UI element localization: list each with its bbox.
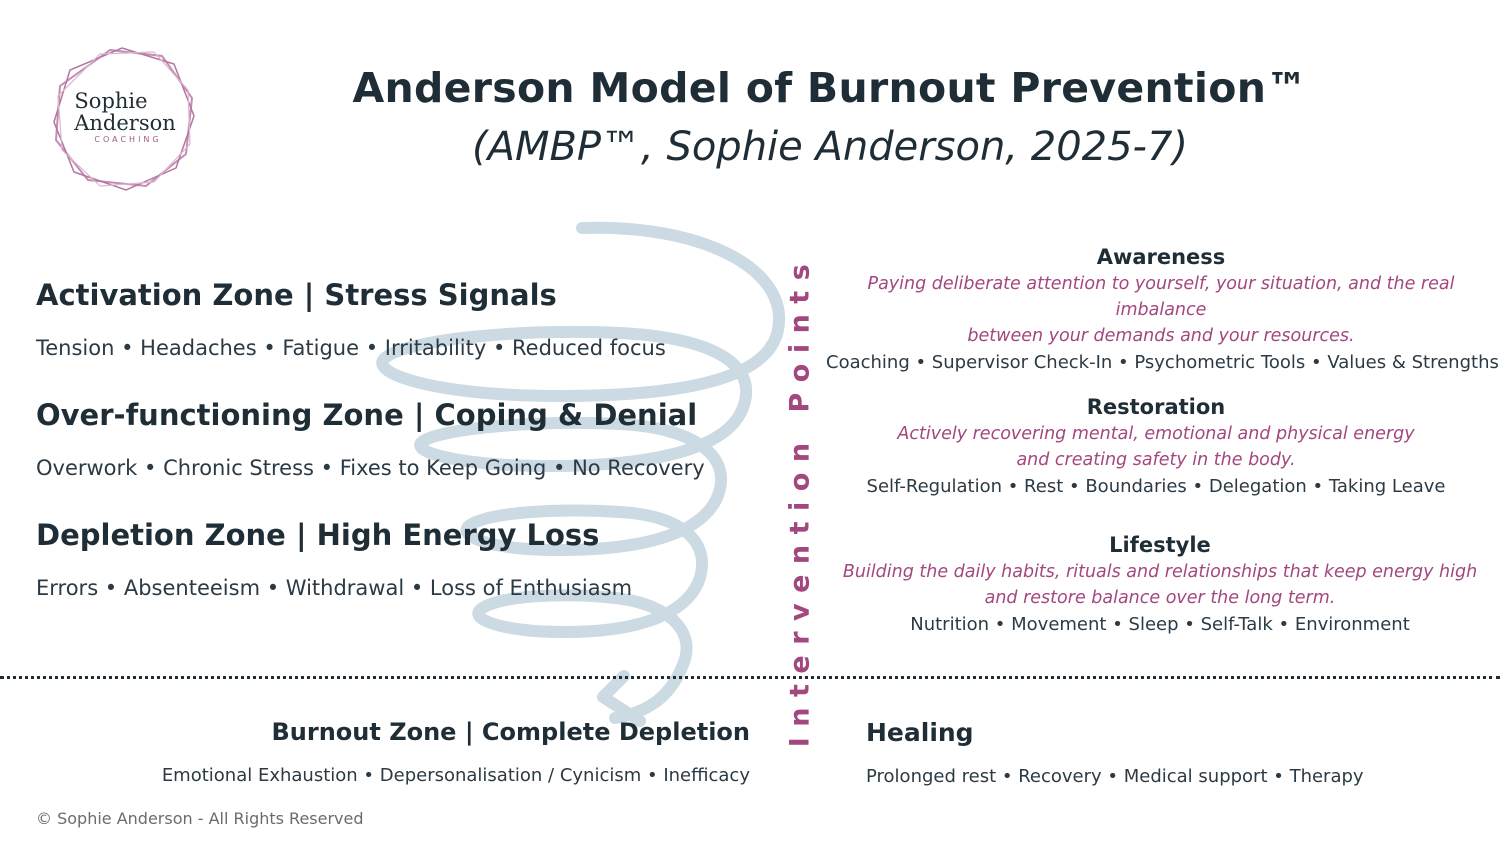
logo-name-last: Anderson <box>74 111 176 135</box>
overfunctioning-zone-details: Overwork • Chronic Stress • Fixes to Kee… <box>36 456 705 480</box>
healing-heading: Healing <box>866 718 974 747</box>
awareness-tools: Coaching • Supervisor Check-In • Psychom… <box>826 352 1499 373</box>
awareness-description-line1: Paying deliberate attention to yourself,… <box>867 274 1455 320</box>
activation-zone-details: Tension • Headaches • Fatigue • Irritabi… <box>36 336 666 360</box>
logo-wordmark: Sophie Anderson COACHING <box>50 90 196 144</box>
restoration-tools: Self-Regulation • Rest • Boundaries • De… <box>866 476 1446 497</box>
awareness-description-line2: between your demands and your resources. <box>967 326 1355 346</box>
page-title: Anderson Model of Burnout Prevention™ <box>352 64 1308 112</box>
intervention-awareness: Awareness Paying deliberate attention to… <box>826 243 1499 376</box>
overfunctioning-zone-heading: Over-functioning Zone | Coping & Denial <box>36 398 698 432</box>
restoration-heading: Restoration <box>1086 395 1226 419</box>
restoration-description-line2: and creating safety in the body. <box>1016 450 1296 470</box>
burnout-threshold-divider <box>0 676 1500 679</box>
copyright-notice: © Sophie Anderson - All Rights Reserved <box>36 809 364 828</box>
activation-zone-heading: Activation Zone | Stress Signals <box>36 278 557 312</box>
logo-subtitle: COACHING <box>94 135 162 144</box>
intervention-restoration: Restoration Actively recovering mental, … <box>826 393 1486 500</box>
depletion-zone-heading: Depletion Zone | High Energy Loss <box>36 518 600 552</box>
lifestyle-tools: Nutrition • Movement • Sleep • Self-Talk… <box>910 614 1410 635</box>
logo-name-first: Sophie <box>74 89 148 113</box>
burnout-zone-details: Emotional Exhaustion • Depersonalisation… <box>161 765 750 786</box>
healing-details: Prolonged rest • Recovery • Medical supp… <box>866 766 1364 787</box>
lifestyle-heading: Lifestyle <box>1109 533 1211 557</box>
lifestyle-description-line1: Building the daily habits, rituals and r… <box>842 562 1478 582</box>
brand-logo: Sophie Anderson COACHING <box>50 46 196 192</box>
restoration-description-line1: Actively recovering mental, emotional an… <box>897 424 1415 444</box>
page-subtitle: (AMBP™, Sophie Anderson, 2025-7) <box>471 124 1189 170</box>
lifestyle-description-line2: and restore balance over the long term. <box>984 588 1336 608</box>
logo-frame-icon <box>53 47 195 191</box>
burnout-zone-heading: Burnout Zone | Complete Depletion <box>271 718 751 746</box>
awareness-heading: Awareness <box>1096 245 1226 269</box>
depletion-zone-details: Errors • Absenteeism • Withdrawal • Loss… <box>36 576 633 600</box>
intervention-lifestyle: Lifestyle Building the daily habits, rit… <box>826 531 1494 638</box>
